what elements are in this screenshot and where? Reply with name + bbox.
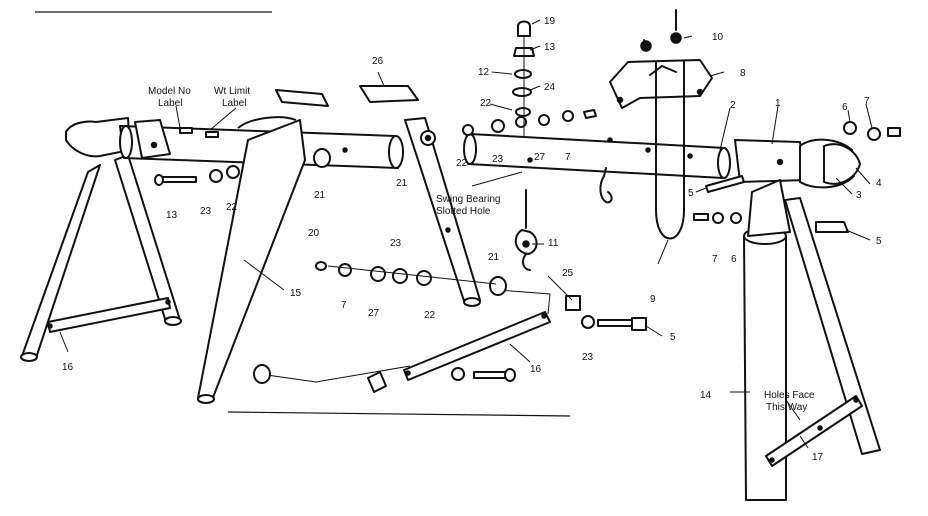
- callout-11: 11: [548, 238, 559, 249]
- bolt-5-upper: [705, 175, 745, 193]
- model-no-caption-1: Model No: [148, 86, 191, 97]
- callout-8: 8: [740, 68, 746, 79]
- callout-27-b: 27: [368, 308, 380, 319]
- left-a-frame: [20, 154, 182, 362]
- callout-26: 26: [372, 56, 384, 67]
- swing-bearing-caption-1: Swing Bearing: [436, 194, 500, 205]
- center-bracket: [609, 9, 713, 240]
- bushing-25: [565, 295, 581, 311]
- callout-22-c: 22: [480, 98, 492, 109]
- callout-10: 10: [712, 32, 724, 43]
- u-bolt-9: [655, 61, 685, 211]
- corner-fitting-1: [734, 139, 807, 183]
- swing-hanger-11: [514, 229, 538, 255]
- callout-6-top: 6: [842, 102, 848, 113]
- callout-22-d: 22: [424, 310, 436, 321]
- callout-1: 1: [775, 98, 781, 109]
- callout-7-mid: 7: [341, 300, 347, 311]
- wt-limit-caption-1: Wt Limit: [214, 86, 250, 97]
- callout-numbers: 1 2 3 4 5 5 5 6 6 7 7 7 7 8 9 10 11 12 1…: [62, 16, 882, 463]
- callout-5-upper: 5: [688, 188, 694, 199]
- callout-27-a: 27: [534, 152, 546, 163]
- model-no-caption-2: Label: [158, 98, 182, 109]
- cap-19: [517, 20, 531, 37]
- right-rear-leg: [784, 197, 881, 455]
- callout-13-left: 13: [166, 210, 178, 221]
- center-a-frame: [197, 116, 481, 404]
- seat-pads: [275, 85, 419, 107]
- callout-19: 19: [544, 16, 556, 27]
- washer-23-center: [581, 315, 595, 329]
- right-a-frame: [743, 179, 881, 501]
- captions: Model No Label Wt Limit Label Swing Bear…: [148, 86, 815, 413]
- model-no-label-plate: [179, 127, 193, 134]
- left-top-bar: [65, 117, 404, 169]
- washer-22-left: [226, 165, 240, 179]
- callout-23-c: 23: [390, 238, 402, 249]
- callout-6-low: 6: [731, 254, 737, 265]
- bracket-8: [609, 59, 713, 109]
- left-brace-16: [47, 297, 171, 333]
- callout-7-bar: 7: [565, 152, 571, 163]
- callout-22-b: 22: [456, 158, 468, 169]
- left-clamp: [134, 119, 171, 159]
- wt-limit-caption-2: Label: [222, 98, 246, 109]
- swing-bearing-caption-2: Slotted Hole: [436, 206, 491, 217]
- callout-14: 14: [700, 390, 712, 401]
- callout-5-right: 5: [876, 236, 882, 247]
- callout-12: 12: [478, 67, 490, 78]
- holes-face-caption-2: This Way: [766, 402, 807, 413]
- callout-21-c: 21: [488, 252, 500, 263]
- callout-23-b: 23: [492, 154, 504, 165]
- callout-5-center: 5: [670, 332, 676, 343]
- wt-limit-label-plate: [205, 131, 219, 138]
- callout-9: 9: [650, 294, 656, 305]
- lower-brace-16: [403, 311, 551, 381]
- callout-22-a: 22: [226, 202, 238, 213]
- center-top-bar: [463, 133, 731, 179]
- callout-2: 2: [730, 100, 736, 111]
- callout-7-top: 7: [864, 96, 870, 107]
- callout-16-center: 16: [530, 364, 542, 375]
- callout-24: 24: [544, 82, 556, 93]
- spacer-21: [313, 148, 331, 168]
- right-end-assembly: [705, 138, 861, 193]
- pad-plate: [275, 89, 329, 107]
- nut-20: [315, 261, 327, 271]
- swing-hangers: [514, 167, 613, 271]
- spacer-21-lower: [489, 276, 507, 296]
- callout-4: 4: [876, 178, 882, 189]
- callout-21-a: 21: [314, 190, 326, 201]
- callout-17: 17: [812, 452, 824, 463]
- washer-24: [512, 87, 532, 97]
- callout-7-low: 7: [712, 254, 718, 265]
- callout-23-a: 23: [200, 206, 212, 217]
- pad-26: [359, 85, 419, 103]
- callout-20: 20: [308, 228, 320, 239]
- callout-13-top: 13: [544, 42, 556, 53]
- bolt-13-left: [159, 176, 197, 183]
- washer-12: [514, 69, 532, 79]
- callout-21-b: 21: [396, 178, 408, 189]
- bottom-rule: [227, 411, 571, 417]
- hardware: [154, 20, 901, 393]
- hanger-hook-upper: [599, 175, 613, 204]
- callout-23-d: 23: [582, 352, 594, 363]
- callout-16-left: 16: [62, 362, 74, 373]
- leader-lines: [59, 19, 873, 449]
- holes-face-caption-1: Holes Face: [764, 390, 815, 401]
- center-front-leg-15: [197, 119, 306, 401]
- callout-3: 3: [856, 190, 862, 201]
- washer-23-left: [209, 169, 223, 183]
- callout-25: 25: [562, 268, 574, 279]
- top-tube-2: [467, 133, 726, 179]
- callout-15: 15: [290, 288, 302, 299]
- lower-brace: [259, 289, 551, 383]
- right-brace-17: [765, 395, 863, 467]
- dome-cap-4: [823, 143, 861, 185]
